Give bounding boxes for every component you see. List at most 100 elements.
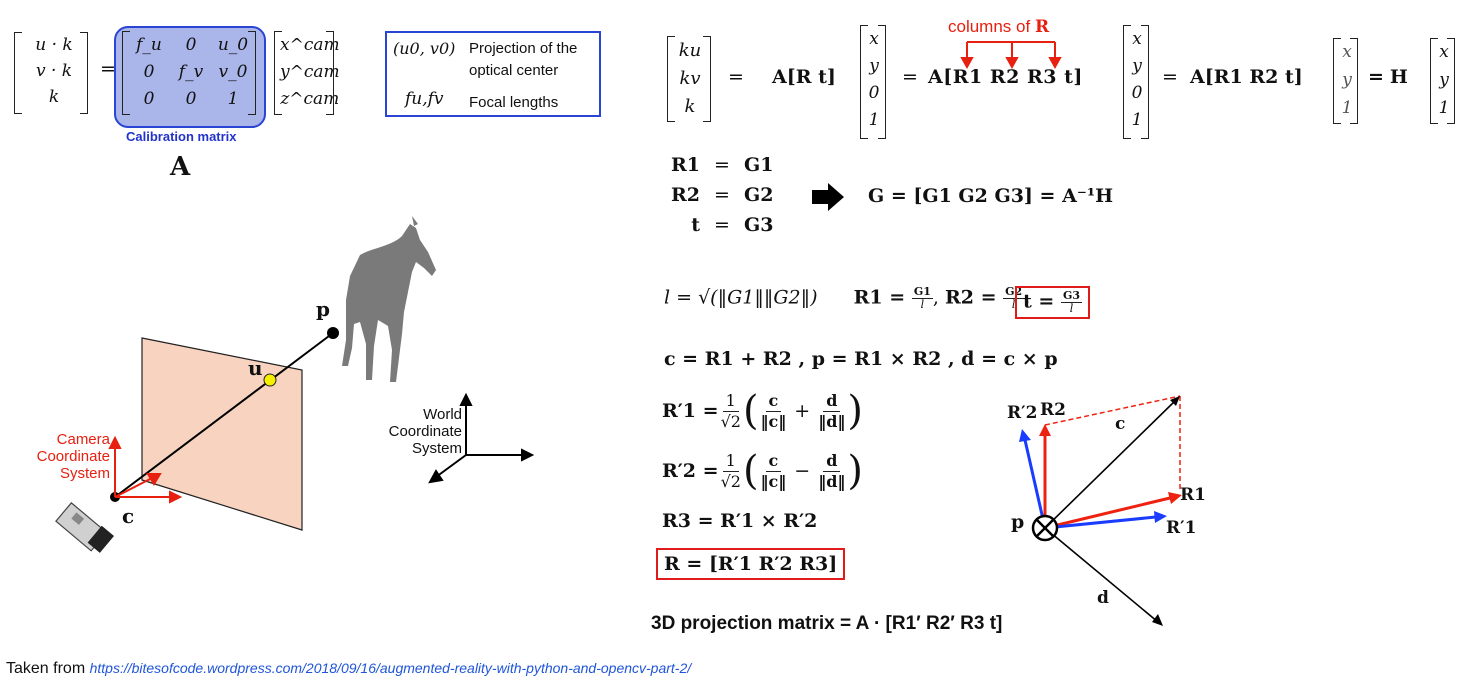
g-row-eq: =	[714, 214, 730, 236]
vec3b: x y 1	[1434, 38, 1454, 122]
ku-entry: kv	[679, 68, 701, 89]
vec4a-bracket-right	[878, 25, 886, 139]
calib-bracket-right	[248, 31, 256, 115]
lhs-entry: u · k	[35, 35, 73, 55]
point-p-label: p	[316, 297, 330, 321]
source-link[interactable]: https://bitesofcode.wordpress.com/2018/0…	[89, 660, 692, 676]
source-line: Taken from https://bitesofcode.wordpress…	[6, 660, 691, 678]
vec4a: x y 0 1	[864, 26, 884, 134]
frac-num: 1	[722, 391, 739, 412]
world-axes	[428, 392, 535, 484]
calib-cell: 0	[185, 89, 197, 109]
r1-definition: R1 =	[853, 286, 912, 309]
equals-2: =	[902, 66, 918, 88]
calibration-matrix: f_u 0 u_0 0 f_v v_0 0 0 1	[128, 32, 254, 113]
vec4-entry: 0	[868, 83, 880, 103]
lhs-entry: v · k	[35, 61, 73, 81]
c-fraction: c‖c‖	[761, 391, 787, 432]
vec3a-bracket-left	[1333, 38, 1341, 124]
operator: −	[794, 460, 811, 482]
camera-projection-formula: u · k v · k k =	[10, 28, 340, 118]
vec4-entry: x	[869, 29, 879, 49]
g-row-rhs: G3	[744, 214, 774, 236]
calib-cell: 0	[143, 89, 155, 109]
calib-cell: 0	[143, 62, 155, 82]
g-row: t = G3	[664, 210, 773, 240]
frac-num: c	[765, 391, 782, 412]
vec3b-bracket-left	[1430, 38, 1438, 124]
lhs-bracket-right	[80, 32, 88, 114]
vec4b-bracket-right	[1141, 25, 1149, 139]
g-row: R1=G1	[664, 150, 773, 180]
a-r123t-term: A[R1 R2 R3 t]	[928, 66, 1083, 88]
equals-1: =	[728, 66, 744, 88]
t-definition: t =	[1023, 290, 1061, 313]
d-fraction: d‖d‖	[818, 391, 845, 432]
calib-cell: v_0	[218, 62, 248, 82]
label-r2-prime: R′2	[1007, 403, 1038, 423]
calib-cell: f_v	[178, 62, 204, 82]
frac-num: d	[823, 391, 841, 412]
vec4b: x y 0 1	[1127, 26, 1147, 134]
columns-label-text: columns of	[948, 17, 1035, 36]
columns-of-r-label: columns of R	[948, 17, 1049, 37]
point-u-label: u	[248, 356, 263, 380]
label-d: d	[1097, 588, 1109, 608]
vec3-entry: x	[1342, 42, 1352, 62]
vec3-entry: y	[1342, 70, 1352, 90]
r-equation-box: R = [R′1 R′2 R3]	[656, 548, 846, 580]
rhs-vector: x^cam y^cam z^cam	[280, 32, 340, 113]
c-fraction: c‖c‖	[761, 451, 787, 492]
lhs-bracket-left	[14, 32, 22, 114]
g-row-eq: =	[714, 154, 730, 176]
lhs-vector: u · k v · k k	[24, 32, 84, 110]
equals-h-term: =H	[1368, 66, 1408, 88]
frac-num: 1	[722, 451, 739, 472]
r3-equation: R3 = R′1 × R′2	[662, 510, 818, 532]
vec4-entry: 0	[1131, 83, 1143, 103]
camera-label-line: Camera	[56, 431, 110, 448]
image-plane	[141, 337, 303, 531]
vec4-entry: 1	[1131, 110, 1143, 130]
frac-den: l	[1011, 298, 1016, 311]
frac-den: ‖d‖	[818, 471, 846, 491]
frac-den: ‖c‖	[760, 471, 787, 491]
vec4b-bracket-left	[1123, 25, 1131, 139]
g-row-lhs: t	[691, 214, 700, 236]
g-row-eq: =	[714, 184, 730, 206]
legend-box: (u0, v0) Projection of the optical cente…	[385, 31, 601, 117]
rhs-entry: y^cam	[280, 62, 340, 82]
calibration-matrix-highlight	[114, 26, 266, 128]
columns-label-bold: R	[1034, 17, 1050, 37]
calibration-symbol: A	[170, 152, 191, 182]
g-row: R2=G2	[664, 180, 773, 210]
calib-cell: 0	[185, 35, 197, 55]
label-r1: R1	[1180, 485, 1206, 505]
r2-prime-equation: R′2 = 1√2 ( c‖c‖ − d‖d‖ )	[662, 448, 864, 494]
columns-arrows	[960, 41, 1062, 70]
horse-icon	[342, 216, 436, 382]
g-row-rhs: G1	[744, 154, 774, 176]
rotation-vector-diagram	[1019, 395, 1182, 626]
coef-fraction: 1√2	[721, 391, 741, 432]
r1-prime-equation: R′1 = 1√2 ( c‖c‖ + d‖d‖ )	[662, 388, 864, 434]
rhs-entry: z^cam	[280, 89, 340, 109]
equals-3: =	[1162, 66, 1178, 88]
vec3a-bracket-right	[1350, 38, 1358, 124]
ku-entry: k	[684, 96, 696, 117]
g-row-rhs: G2	[744, 184, 774, 206]
r2-prime-lhs: R′2 =	[662, 460, 719, 482]
vec3a: x y 1	[1337, 38, 1357, 122]
ku-entry: ku	[678, 40, 702, 61]
a-rt-term: A[R t]	[772, 66, 836, 88]
frac-den: l	[920, 298, 925, 311]
frac-den: l	[1069, 302, 1074, 315]
r1-prime-lhs: R′1 =	[662, 400, 719, 422]
ku-vector: ku kv k	[672, 37, 708, 121]
point-c-label: c	[122, 504, 135, 528]
camera-axes	[108, 435, 183, 504]
camera-scene-diagram	[55, 216, 535, 553]
